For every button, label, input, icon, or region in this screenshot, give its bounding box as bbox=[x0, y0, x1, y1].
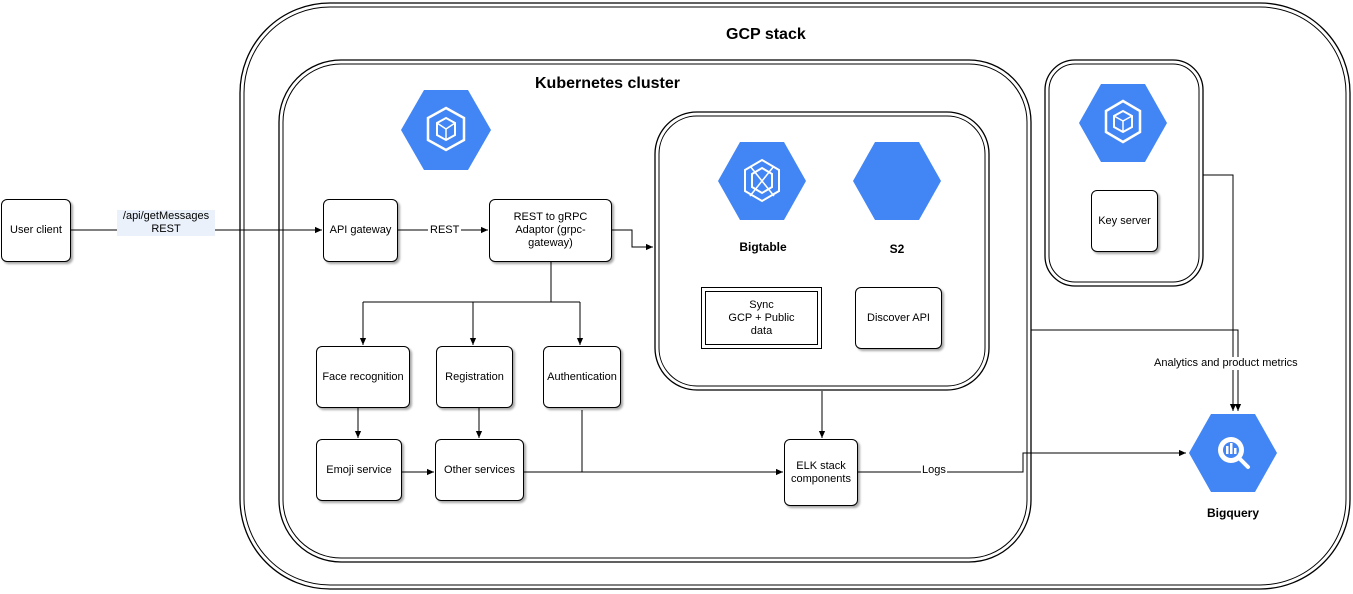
authentication-node[interactable]: Authentication bbox=[543, 346, 621, 408]
kubernetes-cluster-title: Kubernetes cluster bbox=[535, 75, 680, 92]
edge-adaptor-to-data bbox=[612, 229, 653, 251]
edge-adaptor-branch bbox=[363, 262, 552, 303]
elk-label-line-2: components bbox=[791, 472, 851, 485]
edge-label-api-line-1: /api/getMessages bbox=[122, 210, 210, 222]
elk-stack-node[interactable]: ELK stack components bbox=[784, 439, 858, 506]
edge-elk-to-bigquery bbox=[858, 449, 1186, 473]
edge-label-api-line-2: REST bbox=[151, 223, 181, 235]
edge-cluster-to-bigquery bbox=[1031, 329, 1242, 411]
edge-label-api-getmessages: /api/getMessages REST bbox=[117, 210, 215, 236]
api-gateway-node[interactable]: API gateway bbox=[323, 199, 398, 262]
bigtable-icon bbox=[718, 142, 806, 220]
registration-node[interactable]: Registration bbox=[436, 346, 513, 408]
sync-node[interactable]: Sync GCP + Public data bbox=[701, 287, 822, 349]
key-server-container-inner bbox=[1048, 63, 1200, 283]
user-client-node[interactable]: User client bbox=[1, 199, 71, 262]
authentication-label: Authentication bbox=[547, 370, 617, 383]
data-layer-container-inner bbox=[658, 115, 986, 387]
key-server-container bbox=[1044, 59, 1204, 287]
face-recognition-label: Face recognition bbox=[322, 370, 404, 383]
edge-keyserver-to-bigquery bbox=[1203, 174, 1237, 411]
edge-label-analytics: Analytics and product metrics bbox=[1152, 357, 1300, 370]
kubernetes-cluster-container-inner bbox=[282, 63, 1028, 559]
sync-label-line-3: data bbox=[750, 324, 773, 337]
compute-engine-icon bbox=[1079, 84, 1167, 162]
face-recognition-node[interactable]: Face recognition bbox=[316, 346, 410, 408]
adaptor-label-line-3: gateway) bbox=[528, 237, 573, 249]
user-client-label: User client bbox=[10, 224, 62, 236]
bigquery-label: Bigquery bbox=[1206, 506, 1259, 520]
kubernetes-cluster-container bbox=[278, 59, 1032, 563]
edge-label-logs: Logs bbox=[921, 464, 947, 477]
discover-api-label: Discover API bbox=[867, 311, 930, 324]
bigquery-icon bbox=[1189, 414, 1277, 492]
kubernetes-engine-icon bbox=[401, 90, 491, 170]
key-server-label: Key server bbox=[1098, 214, 1151, 227]
s2-hexagon-icon bbox=[853, 142, 941, 220]
registration-label: Registration bbox=[445, 370, 504, 383]
key-server-node[interactable]: Key server bbox=[1091, 190, 1158, 252]
emoji-service-label: Emoji service bbox=[326, 463, 392, 476]
other-services-label: Other services bbox=[444, 463, 515, 476]
rest-to-grpc-adaptor-node[interactable]: REST to gRPC Adaptor (grpc- gateway) bbox=[489, 199, 612, 262]
other-services-node[interactable]: Other services bbox=[435, 439, 524, 501]
sync-label-line-1: Sync bbox=[749, 298, 774, 311]
gcp-stack-container bbox=[239, 2, 1351, 590]
edge-label-rest: REST bbox=[428, 224, 462, 237]
emoji-service-node[interactable]: Emoji service bbox=[316, 439, 402, 501]
elk-label-line-1: ELK stack bbox=[796, 459, 846, 472]
data-layer-container bbox=[654, 111, 990, 391]
gcp-stack-container-inner bbox=[243, 6, 1347, 586]
adaptor-label-line-2: Adaptor (grpc- bbox=[515, 224, 586, 236]
discover-api-node[interactable]: Discover API bbox=[855, 287, 942, 349]
bigtable-label: Bigtable bbox=[739, 240, 787, 254]
s2-label: S2 bbox=[889, 242, 905, 256]
api-gateway-label: API gateway bbox=[329, 224, 392, 236]
adaptor-label-line-1: REST to gRPC bbox=[513, 211, 588, 223]
sync-label-line-2: GCP + Public bbox=[728, 311, 795, 324]
gcp-stack-title: GCP stack bbox=[726, 26, 806, 43]
